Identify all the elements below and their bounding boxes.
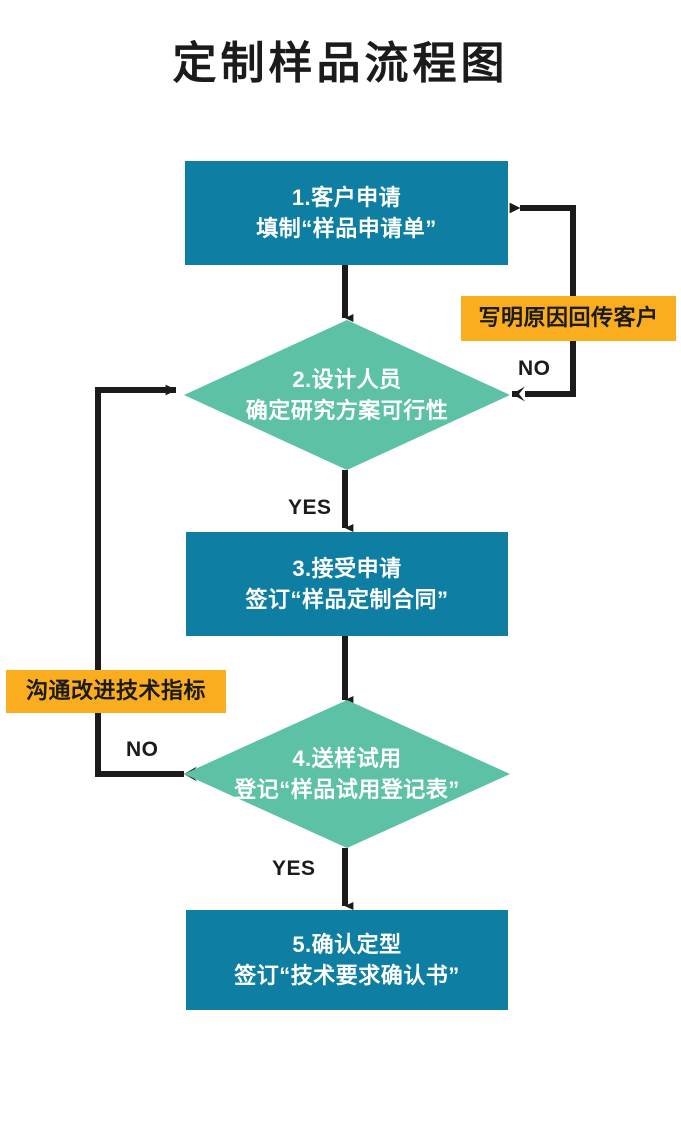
node-step3-shape: [186, 532, 508, 636]
annotation-improve-shape: [6, 670, 226, 713]
node-step2-shape: [184, 320, 510, 470]
node-step5-shape: [186, 910, 508, 1010]
connector-step4-no-to-step2: [95, 384, 197, 782]
annotation-reject-shape: [461, 296, 676, 341]
node-step4-shape: [184, 700, 510, 848]
node-step1-shape: [185, 161, 508, 265]
